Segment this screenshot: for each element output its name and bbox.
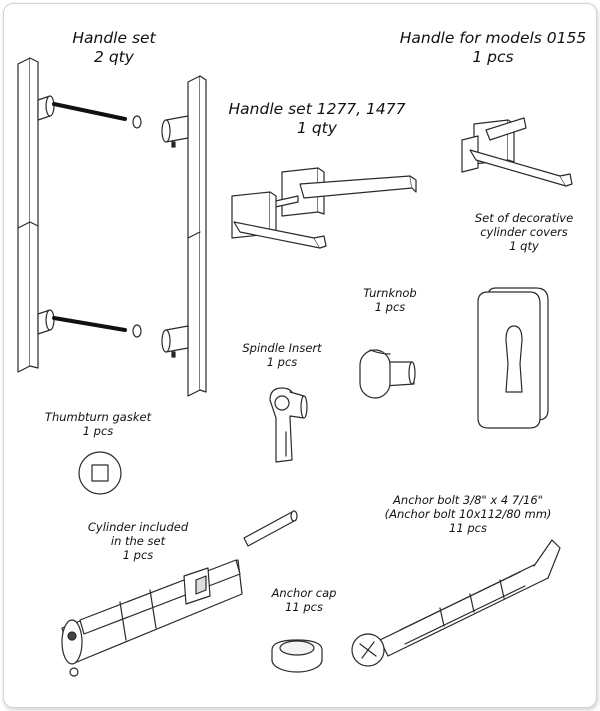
label-decorative-covers: Set of decorative cylinder covers 1 qty (454, 211, 594, 253)
label-turnknob-qty: 1 pcs (374, 300, 406, 315)
label-decorative-covers-qty: 1 qty (509, 239, 539, 254)
label-anchor-cap-name: Anchor cap (271, 586, 337, 600)
label-handle-models-qty: 1 pcs (472, 47, 514, 66)
anchor-cap-drawing (271, 639, 323, 673)
anchor-bolt-drawing (351, 539, 561, 667)
label-decorative-covers-line2: cylinder covers (480, 225, 568, 240)
label-thumbturn-gasket: Thumbturn gasket 1 pcs (30, 410, 166, 438)
label-cylinder: Cylinder included in the set 1 pcs (76, 520, 200, 562)
label-cylinder-qty: 1 pcs (122, 548, 154, 563)
pull-handle-right-drawing (161, 75, 207, 397)
label-handle-models-name: Handle for models 0155 (399, 29, 587, 47)
label-decorative-covers-line1: Set of decorative (474, 211, 574, 225)
label-spindle-insert-qty: 1 pcs (266, 355, 298, 370)
label-anchor-bolt-line2: (Anchor bolt 10x112/80 mm) (384, 507, 552, 522)
label-spindle-insert: Spindle Insert 1 pcs (230, 341, 334, 369)
label-thumbturn-gasket-qty: 1 pcs (82, 424, 114, 439)
spindle-insert-drawing (269, 387, 308, 463)
lever-handle-set-drawing (231, 167, 417, 249)
label-anchor-bolt-qty: 11 pcs (449, 521, 487, 536)
label-handle-set-name: Handle set (72, 29, 156, 47)
label-turnknob-name: Turnknob (363, 286, 417, 300)
label-anchor-cap-qty: 11 pcs (285, 600, 323, 615)
cylinder-cover-drawing (477, 287, 549, 429)
label-handle-set: Handle set 2 qty (58, 29, 170, 67)
label-handle-set-1277-name: Handle set 1277, 1477 (228, 100, 406, 118)
label-handle-set-1277-qty: 1 qty (297, 118, 337, 137)
label-cylinder-line1: Cylinder included (87, 520, 189, 534)
pull-handle-left-drawing (17, 57, 142, 373)
single-lever-handle-drawing (461, 117, 573, 187)
label-handle-set-qty: 2 qty (94, 47, 134, 66)
label-anchor-bolt-line1: Anchor bolt 3/8" x 4 7/16" (393, 493, 543, 507)
label-handle-models: Handle for models 0155 1 pcs (390, 29, 596, 67)
thumbturn-gasket-drawing (78, 451, 122, 495)
turnknob-drawing (359, 349, 416, 399)
label-thumbturn-gasket-name: Thumbturn gasket (44, 410, 152, 424)
label-spindle-insert-name: Spindle Insert (242, 341, 322, 355)
label-turnknob: Turnknob 1 pcs (344, 286, 436, 314)
label-anchor-bolt: Anchor bolt 3/8" x 4 7/16" (Anchor bolt … (358, 493, 578, 535)
label-anchor-cap: Anchor cap 11 pcs (258, 586, 350, 614)
cylinder-drawing (61, 510, 298, 677)
label-handle-set-1277: Handle set 1277, 1477 1 qty (220, 100, 414, 138)
label-cylinder-line2: in the set (110, 534, 166, 549)
